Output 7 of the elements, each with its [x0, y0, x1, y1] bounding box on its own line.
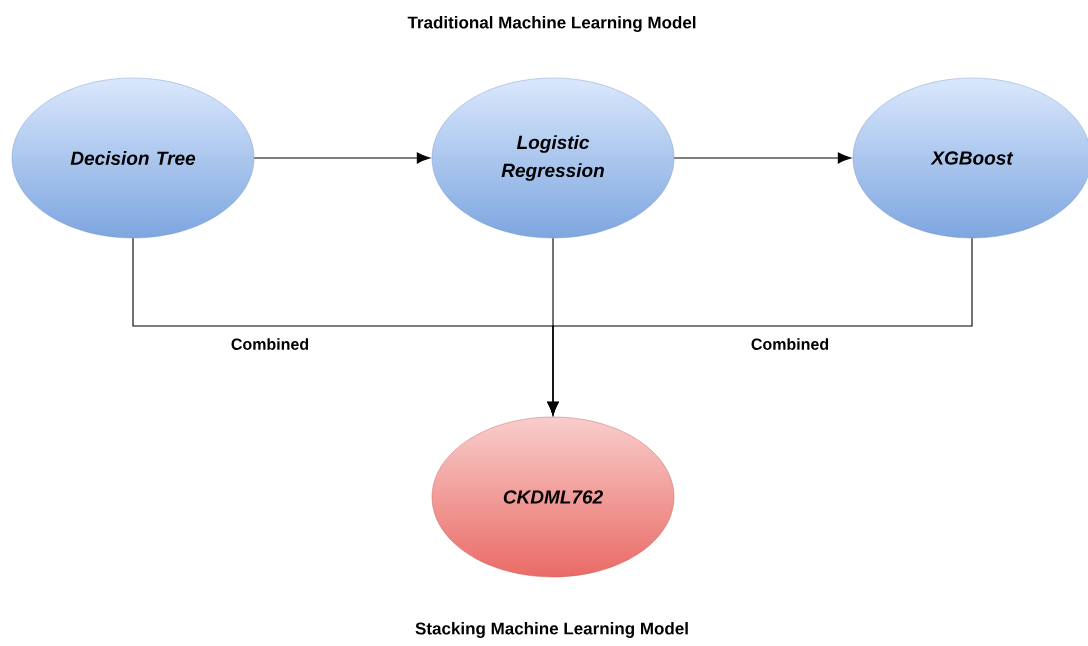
- edge-label: Combined: [231, 338, 309, 350]
- arrow: [547, 237, 973, 416]
- title: Traditional Machine Learning Model: [407, 16, 696, 32]
- arrow: [253, 152, 431, 164]
- caption: Stacking Machine Learning Model: [415, 622, 688, 638]
- arrow: [673, 152, 852, 164]
- edge-label: Combined: [751, 338, 829, 350]
